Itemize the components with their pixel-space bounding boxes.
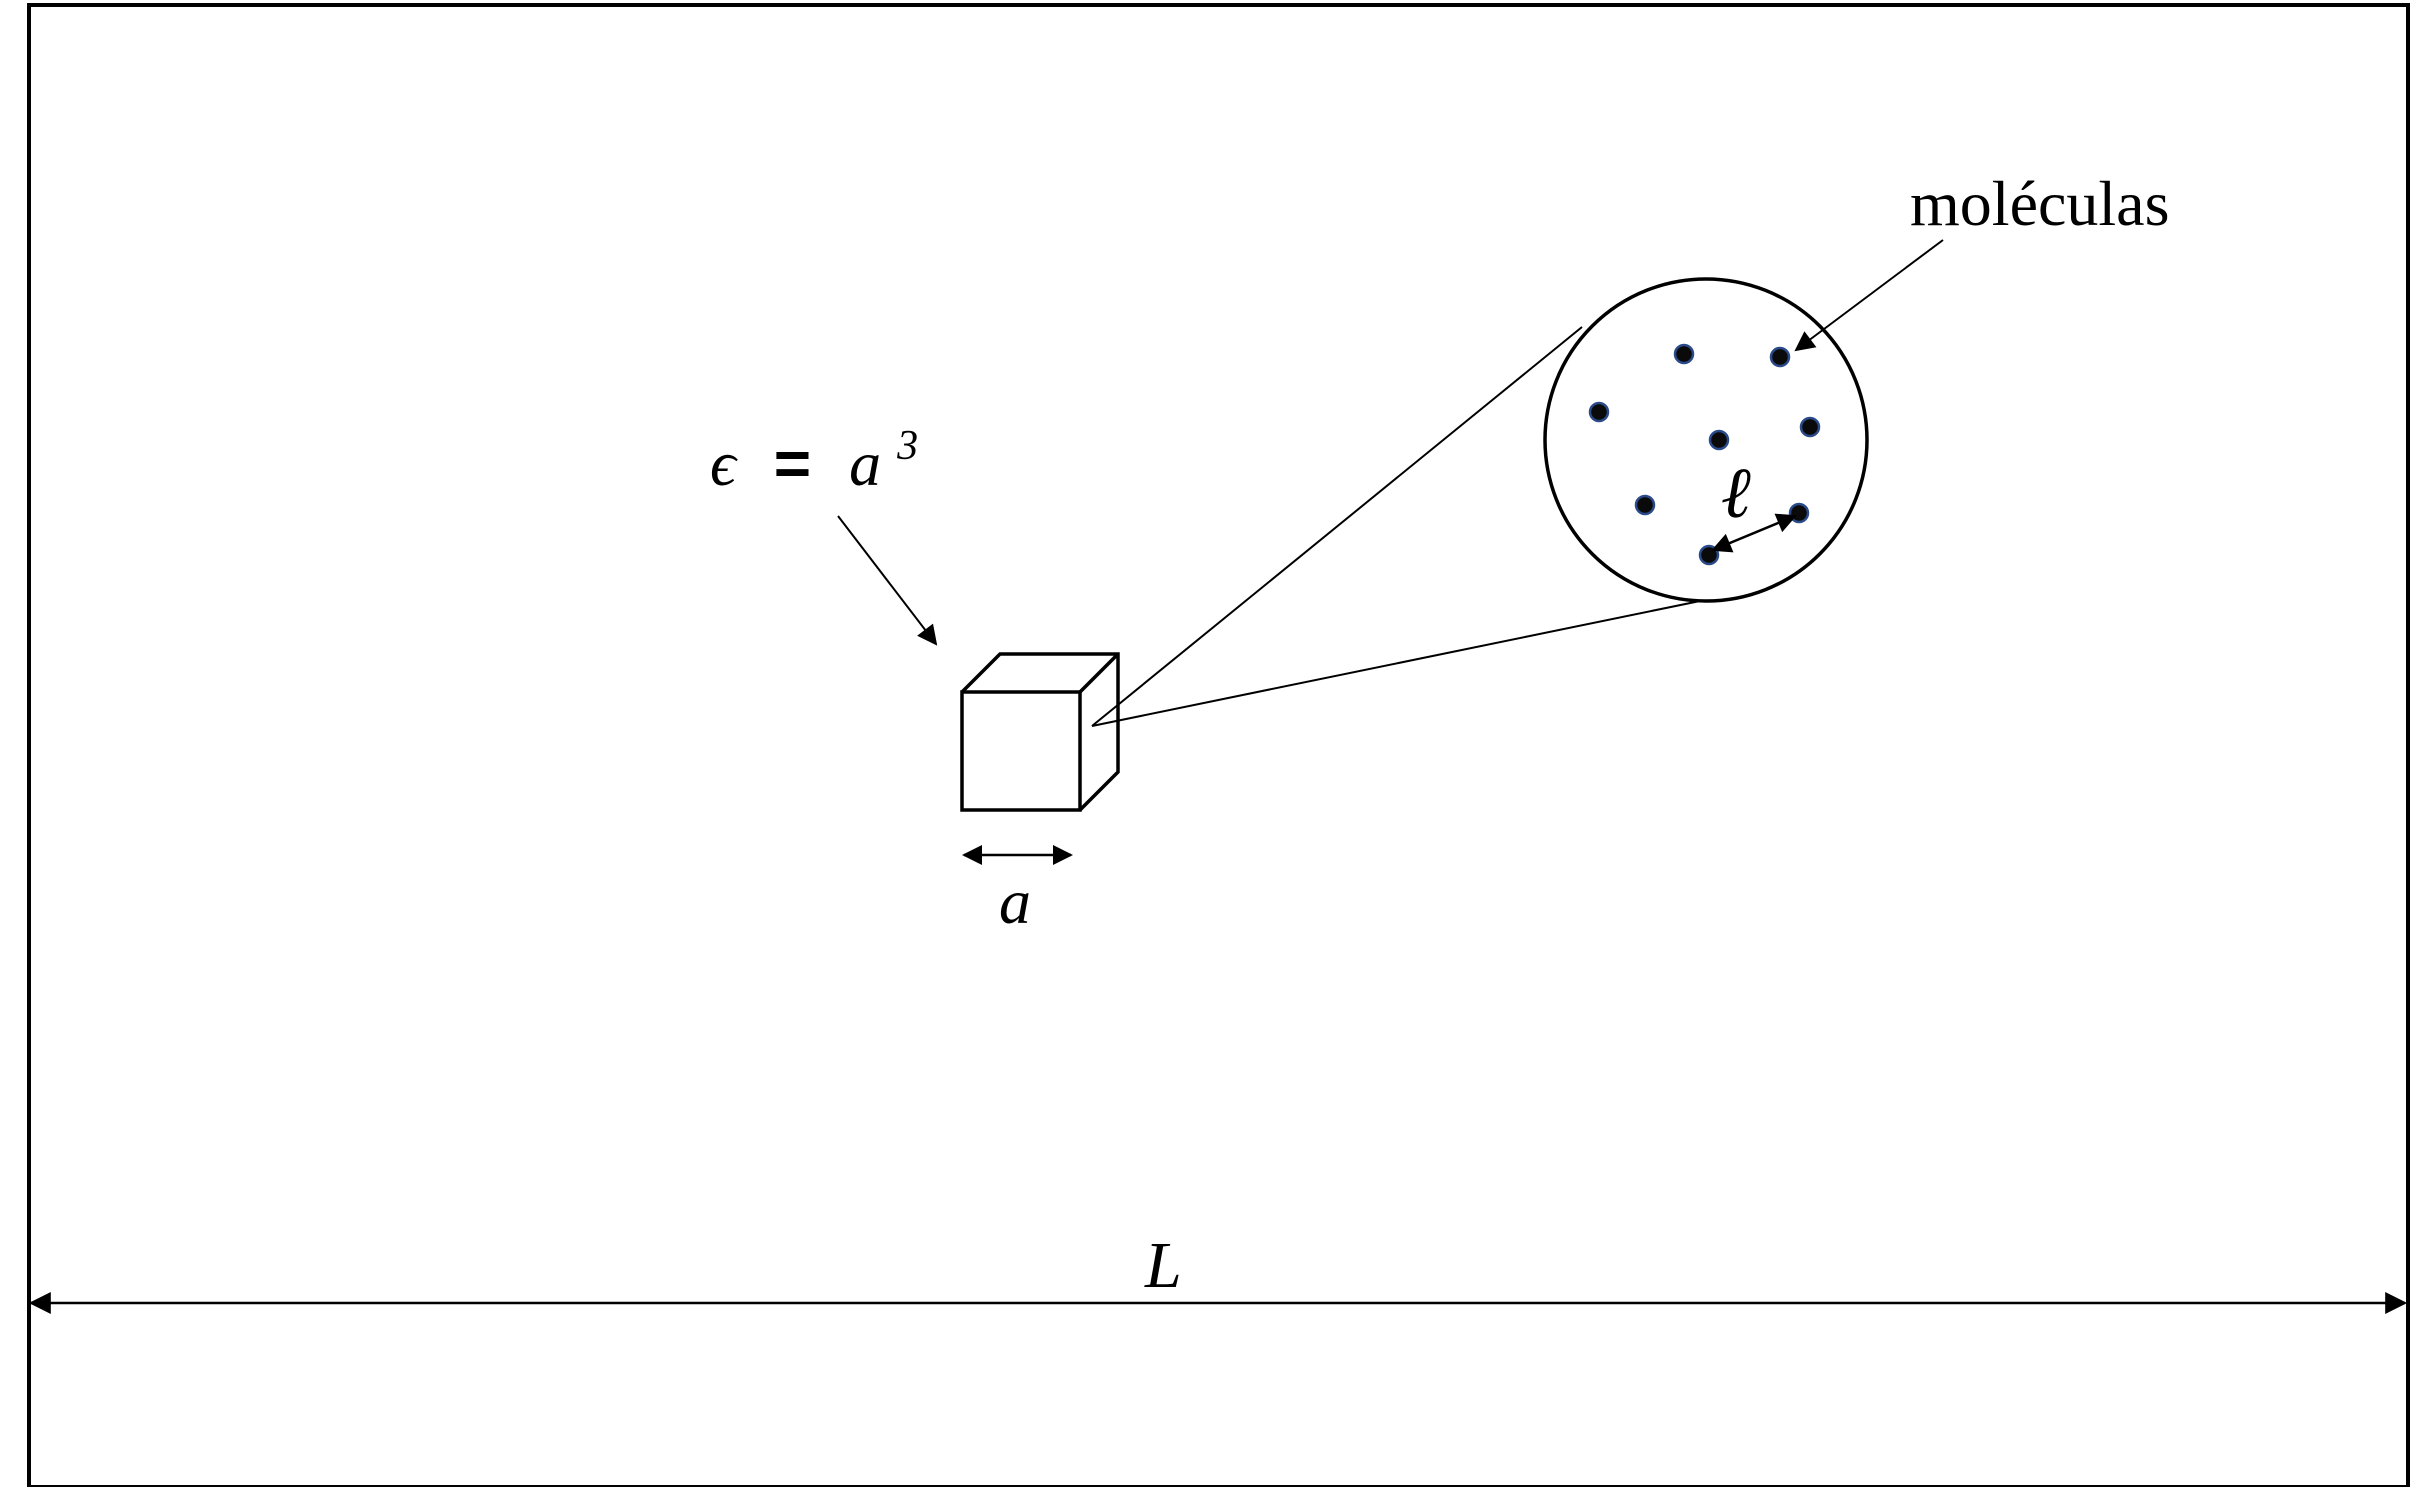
molecules-pointer-arrow xyxy=(1794,239,1944,352)
molecule-dot xyxy=(1634,494,1656,516)
epsilon-pointer-arrow xyxy=(837,515,938,646)
molecule-dot xyxy=(1673,343,1695,365)
intermolecular-distance-label: ℓ xyxy=(1722,453,1753,533)
zoom-line-lower xyxy=(1091,600,1701,727)
molecule-dot xyxy=(1799,416,1821,438)
volume-base: a xyxy=(849,428,881,499)
cube-side-label: a xyxy=(999,866,1031,937)
volume-element-cube xyxy=(960,652,1120,812)
epsilon-symbol: ϵ xyxy=(710,428,738,499)
system-frame xyxy=(27,3,2410,1487)
volume-formula: ϵ = a 3 xyxy=(710,423,918,499)
equals-sign: = xyxy=(774,427,811,499)
molecule-dot xyxy=(1788,502,1810,524)
volume-exponent: 3 xyxy=(896,423,918,469)
molecule-dot xyxy=(1708,429,1730,451)
molecules-group xyxy=(1588,343,1821,566)
zoom-line-upper xyxy=(1091,326,1583,727)
intermolecular-distance-arrow xyxy=(1711,513,1797,553)
system-length-label: L xyxy=(1144,1229,1182,1302)
molecules-label: moléculas xyxy=(1910,168,2169,239)
molecule-dot xyxy=(1769,346,1791,368)
molecule-dot xyxy=(1588,401,1610,423)
